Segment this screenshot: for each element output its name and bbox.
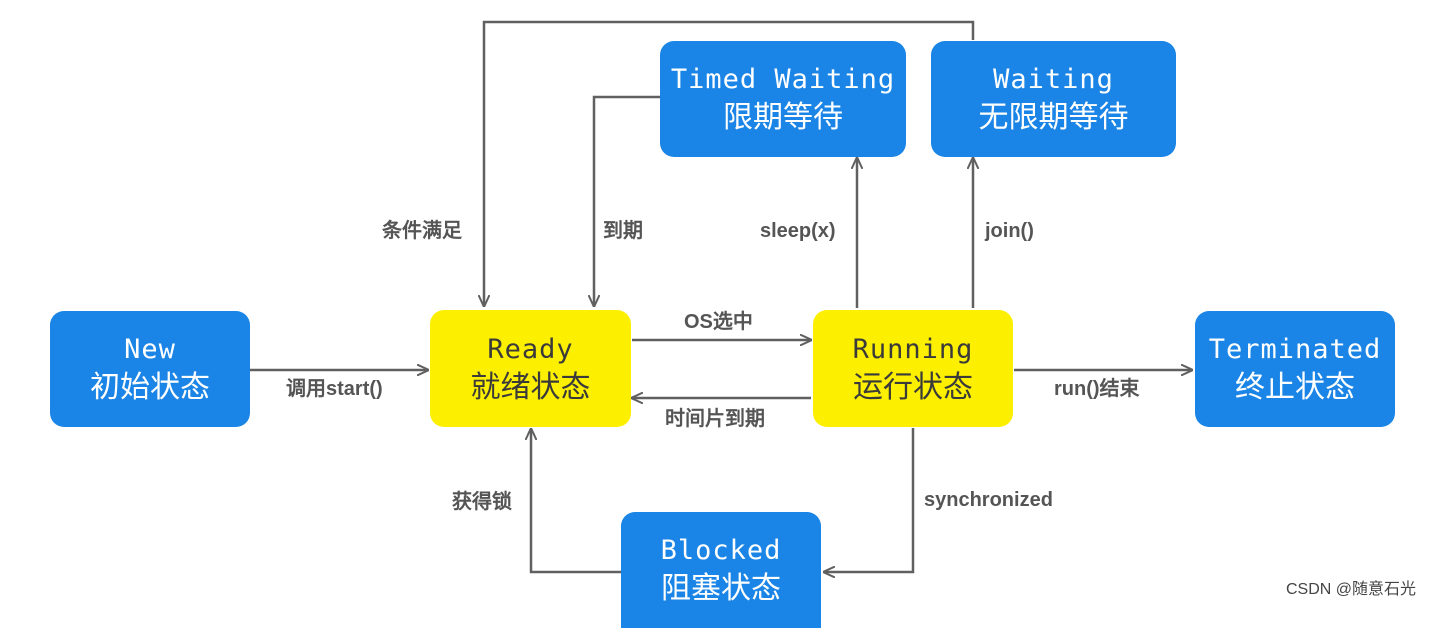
label-condition-met: 条件满足 [382, 220, 462, 242]
label-os-selected: OS选中 [684, 311, 753, 333]
label-sleep: sleep(x) [760, 220, 836, 242]
state-timed-waiting: Timed Waiting 限期等待 [660, 41, 906, 157]
state-blocked: Blocked 阻塞状态 [621, 512, 821, 628]
state-new: New 初始状态 [50, 311, 250, 427]
arrow-running-to-blocked [824, 428, 915, 572]
state-waiting-en: Waiting [993, 64, 1114, 95]
label-synchronized: synchronized [924, 489, 1053, 511]
state-terminated-zh: 终止状态 [1235, 370, 1355, 405]
label-expired: 到期 [603, 220, 643, 242]
state-new-en: New [124, 334, 176, 365]
label-run-end: run()结束 [1054, 378, 1140, 400]
state-waiting-zh: 无限期等待 [978, 100, 1129, 135]
state-terminated: Terminated 终止状态 [1195, 311, 1395, 427]
label-start: 调用start() [286, 378, 383, 400]
arrow-waiting-to-ready [484, 20, 975, 306]
state-new-zh: 初始状态 [90, 370, 210, 405]
state-running: Running 运行状态 [813, 310, 1013, 427]
state-running-zh: 运行状态 [853, 369, 973, 405]
state-ready-zh: 就绪状态 [470, 369, 591, 405]
state-ready-en: Ready [487, 333, 574, 365]
state-timed-waiting-zh: 限期等待 [723, 100, 843, 135]
arrow-blocked-to-ready [531, 429, 621, 574]
watermark: CSDN @随意石光 [1285, 581, 1416, 598]
label-join: join() [985, 220, 1034, 242]
state-terminated-en: Terminated [1208, 334, 1382, 365]
state-blocked-en: Blocked [660, 535, 782, 566]
arrow-timed-waiting-to-ready [594, 95, 660, 306]
state-waiting: Waiting 无限期等待 [931, 41, 1176, 157]
state-timed-waiting-en: Timed Waiting [670, 64, 896, 95]
state-ready: Ready 就绪状态 [430, 310, 631, 427]
label-lock-acquired: 获得锁 [452, 491, 512, 513]
diagram-connectors [250, 20, 1430, 607]
label-time-slice-expired: 时间片到期 [665, 408, 765, 430]
state-running-en: Running [852, 333, 974, 365]
state-blocked-zh: 阻塞状态 [661, 571, 781, 606]
